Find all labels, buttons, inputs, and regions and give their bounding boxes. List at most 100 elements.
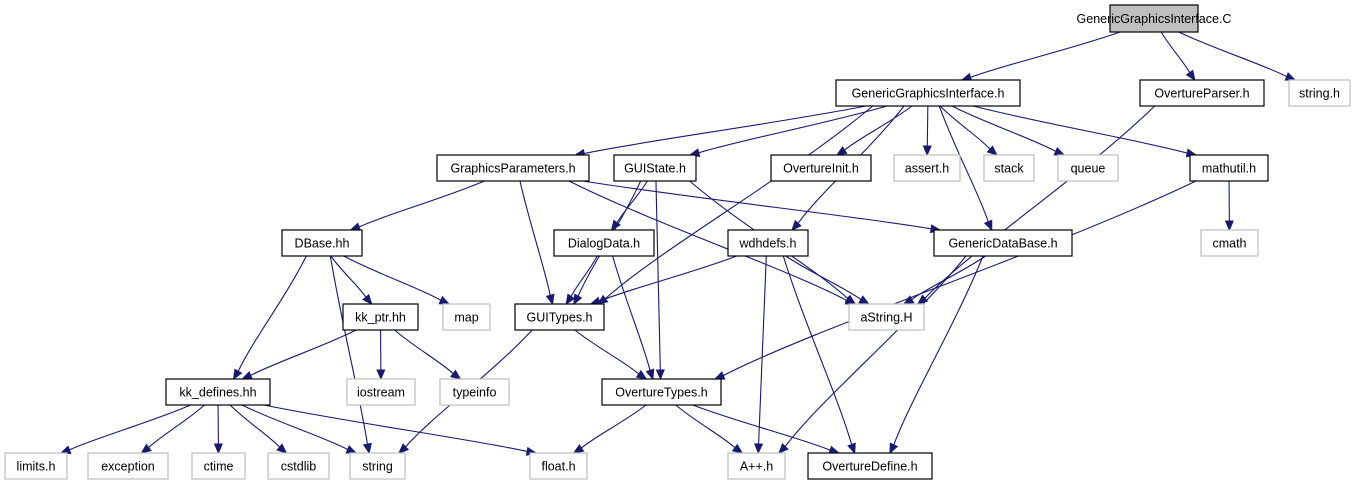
include-edge-dbase-to-map xyxy=(343,255,451,305)
edge-line xyxy=(758,255,767,445)
node-label: DBase.hh xyxy=(295,237,350,251)
arrowhead-icon xyxy=(713,371,726,380)
edge-line xyxy=(973,105,1188,154)
node-label: kk_defines.hh xyxy=(179,386,256,400)
node-guistate[interactable]: GUIState.h xyxy=(613,154,697,182)
edge-line xyxy=(844,105,913,151)
node-box xyxy=(439,378,510,406)
edge-line xyxy=(784,255,967,447)
arrowhead-icon xyxy=(241,371,253,380)
node-overture-parser[interactable]: OvertureParser.h xyxy=(1139,79,1265,107)
node-box xyxy=(983,154,1035,182)
node-label: OvertureInit.h xyxy=(783,162,859,176)
include-edge-kk_ptr-to-iostream xyxy=(376,329,386,381)
node-box xyxy=(553,229,655,257)
node-box xyxy=(514,303,605,331)
arrowhead-icon xyxy=(232,368,243,381)
node-box xyxy=(1057,154,1119,182)
edge-line xyxy=(1160,31,1191,73)
edge-line xyxy=(330,255,367,298)
edge-line xyxy=(911,255,986,300)
node-label: limits.h xyxy=(17,460,56,474)
include-edge-generic_database-to-aplusplus xyxy=(778,255,967,454)
arrowhead-icon xyxy=(438,295,451,305)
include-edge-kk_defines-to-float_h xyxy=(263,404,538,456)
node-label: mathutil.h xyxy=(1202,162,1256,176)
arrowhead-icon xyxy=(835,145,848,156)
arrowhead-icon xyxy=(545,293,555,306)
include-edge-kk_defines-to-cstdlib xyxy=(229,404,288,454)
arrowhead-icon xyxy=(847,442,856,455)
node-box xyxy=(191,452,246,480)
edge-line xyxy=(939,105,991,150)
include-edge-mathutil-to-cmath xyxy=(1224,180,1234,232)
arrowhead-icon xyxy=(889,442,899,455)
node-mathutil[interactable]: mathutil.h xyxy=(1189,154,1269,182)
node-box xyxy=(165,378,271,406)
node-label: assert.h xyxy=(905,162,950,176)
arrowhead-icon xyxy=(362,442,372,455)
include-edge-ggi_h-to-graphics_params xyxy=(573,105,866,158)
node-dialogdata[interactable]: DialogData.h xyxy=(553,229,655,257)
node-guitypes[interactable]: GUITypes.h xyxy=(514,303,605,331)
node-graphics-params[interactable]: GraphicsParameters.h xyxy=(436,154,590,182)
arrowhead-icon xyxy=(376,369,386,381)
arrowhead-icon xyxy=(59,445,72,454)
node-box xyxy=(613,154,697,182)
node-root[interactable]: GenericGraphicsInterface.C xyxy=(1077,4,1232,33)
include-edge-ggi_h-to-stack xyxy=(939,105,998,156)
node-layer: GenericGraphicsInterface.C GenericGraphic… xyxy=(4,4,1351,480)
include-edge-wdhdefs-to-overture_define xyxy=(782,255,856,455)
node-wdhdefs[interactable]: wdhdefs.h xyxy=(727,229,809,257)
node-kk-defines[interactable]: kk_defines.hh xyxy=(165,378,271,406)
node-overture-init[interactable]: OvertureInit.h xyxy=(770,154,872,182)
arrowhead-icon xyxy=(655,369,665,381)
arrowhead-icon xyxy=(276,443,288,454)
node-map: map xyxy=(442,303,491,331)
node-ggi-h[interactable]: GenericGraphicsInterface.h xyxy=(835,79,1021,107)
edge-line xyxy=(584,105,866,155)
arrowhead-icon xyxy=(345,445,358,454)
arrowhead-icon xyxy=(791,219,802,231)
node-label: aString.H xyxy=(860,311,912,325)
node-box xyxy=(893,154,961,182)
include-edge-root-to-ggi_h xyxy=(960,31,1121,82)
node-limits-h: limits.h xyxy=(4,452,68,480)
include-edge-wdhdefs-to-aplusplus xyxy=(754,255,767,455)
node-string-h: string.h xyxy=(1288,79,1351,107)
include-edge-dbase-to-string xyxy=(329,255,372,455)
arrowhead-icon xyxy=(844,294,857,305)
node-generic-database[interactable]: GenericDataBase.h xyxy=(933,229,1073,257)
node-label: GenericDataBase.h xyxy=(948,237,1057,251)
node-label: queue xyxy=(1071,162,1106,176)
node-overture-define[interactable]: OvertureDefine.h xyxy=(807,452,933,480)
edge-line xyxy=(237,255,307,372)
node-dbase[interactable]: DBase.hh xyxy=(281,229,363,257)
node-typeinfo: typeinfo xyxy=(439,378,510,406)
node-box xyxy=(1139,79,1265,107)
node-label: OvertureDefine.h xyxy=(822,460,917,474)
edge-line xyxy=(1178,31,1287,78)
node-label: ctime xyxy=(204,460,234,474)
include-edge-ggi_h-to-generic_database xyxy=(938,105,993,232)
node-box xyxy=(349,452,406,480)
arrowhead-icon xyxy=(858,295,870,305)
node-label: GUITypes.h xyxy=(527,311,593,325)
node-box xyxy=(1288,79,1351,107)
arrowhead-icon xyxy=(731,443,744,454)
arrowhead-icon xyxy=(1284,72,1297,81)
edge-line xyxy=(782,255,853,445)
node-box xyxy=(281,229,363,257)
include-edge-overture_types-to-overture_define xyxy=(692,404,840,455)
include-edge-dialogdata-to-guitypes xyxy=(565,255,598,306)
edge-line xyxy=(519,180,551,296)
arrowhead-icon xyxy=(140,443,152,454)
node-box xyxy=(442,303,491,331)
node-aplusplus: A++.h xyxy=(727,452,786,480)
include-edge-overture_types-to-float_h xyxy=(572,404,647,454)
node-overture-types[interactable]: OvertureTypes.h xyxy=(601,378,722,406)
node-kk-ptr[interactable]: kk_ptr.hh xyxy=(342,303,419,331)
edge-line xyxy=(568,180,847,301)
node-label: map xyxy=(454,311,478,325)
arrowhead-icon xyxy=(572,443,585,454)
